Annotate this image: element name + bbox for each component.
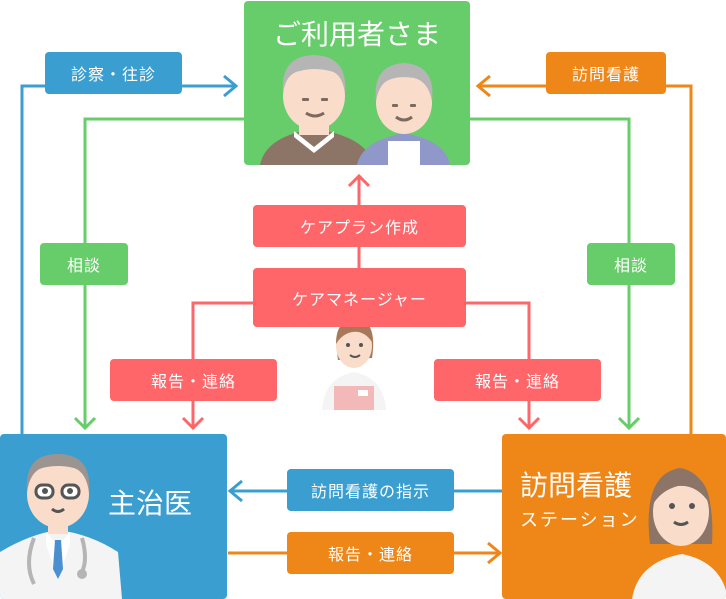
arrowhead-consult-right	[617, 416, 641, 431]
doctor-title: 主治医	[108, 487, 193, 520]
care-manager-node: ケアマネージャー	[253, 268, 466, 327]
arrowhead-report-bottom	[487, 541, 503, 565]
users-node: ご利用者さま	[244, 1, 470, 165]
arrowhead-care-plan	[347, 173, 371, 188]
label-exam-visit: 診察・往診	[45, 52, 182, 94]
arrowhead-exam-visit	[223, 74, 239, 98]
connector-consult-right	[470, 117, 631, 428]
users-title: ご利用者さま	[272, 18, 441, 51]
label-consult-right: 相談	[587, 243, 675, 285]
elderly-couple-illustration	[260, 55, 450, 165]
label-report-right: 報告・連絡	[434, 359, 601, 401]
label-report-left: 報告・連絡	[110, 359, 277, 401]
arrowhead-home-nursing	[475, 74, 491, 98]
label-consult-left: 相談	[40, 243, 128, 285]
station-subtitle: ステーション	[520, 510, 640, 531]
label-report-bottom: 報告・連絡	[287, 532, 454, 574]
label-care-plan: ケアプラン作成	[253, 205, 466, 247]
nursing-station-node: 訪問看護 ステーション	[502, 434, 726, 599]
nurse-illustration	[632, 468, 726, 599]
station-title: 訪問看護	[520, 469, 633, 502]
arrowhead-report-left	[181, 416, 205, 431]
arrowhead-consult-left	[73, 416, 97, 431]
label-nursing-instruction: 訪問看護の指示	[287, 469, 454, 511]
care-manager-illustration	[322, 316, 386, 410]
arrowhead-report-right	[517, 416, 541, 431]
label-home-nursing: 訪問看護	[546, 52, 666, 94]
connector-consult-left	[83, 117, 245, 428]
doctor-node: 主治医	[0, 434, 227, 599]
doctor-illustration	[0, 454, 122, 599]
arrowhead-nursing-instruction	[227, 479, 243, 503]
